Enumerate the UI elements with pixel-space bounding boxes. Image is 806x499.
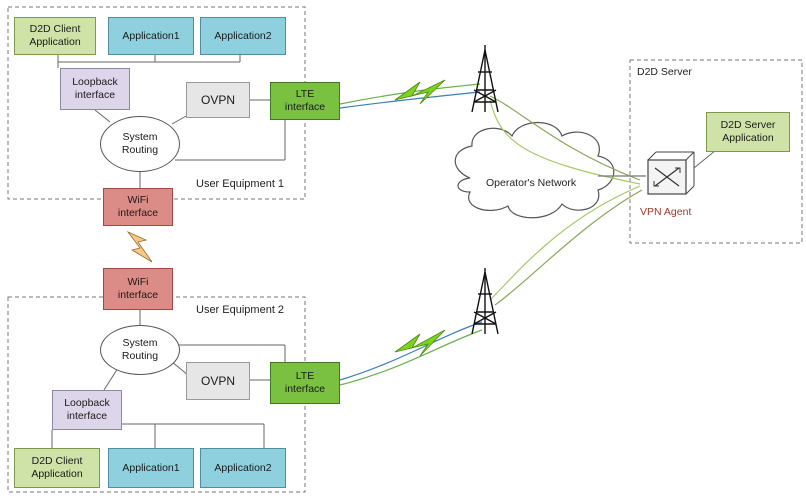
ue1-label: User Equipment 1: [196, 178, 285, 190]
ue1-routing-oval: System Routing: [100, 116, 180, 172]
cell-tower-1: [471, 45, 499, 113]
operator-cloud: [454, 122, 615, 219]
ue2-loopback-box: Loopback interface: [52, 390, 122, 430]
ue2-application1-box: Application1: [108, 448, 194, 488]
vpn-agent-label: VPN Agent: [640, 206, 692, 218]
ue1-lte-box: LTE interface: [270, 82, 340, 120]
ue2-label: User Equipment 2: [196, 304, 285, 316]
ue1-d2d-client-box: D2D Client Application: [14, 17, 96, 55]
ue2-lte-box: LTE interface: [270, 362, 340, 404]
ue2-d2d-client-box: D2D Client Application: [14, 448, 100, 488]
ue1-ovpn-box: OVPN: [186, 82, 250, 118]
ue1-wifi-box: WiFi interface: [103, 188, 173, 226]
ue2-application2-box: Application2: [200, 448, 286, 488]
ue1-loopback-box: Loopback interface: [60, 68, 130, 110]
tunnel-lines: [339, 83, 646, 386]
ue2-ovpn-box: OVPN: [186, 362, 250, 400]
ue2-routing-oval: System Routing: [100, 325, 180, 375]
ue2-wifi-box: WiFi interface: [103, 268, 173, 310]
lte-lightning-1: [394, 79, 446, 105]
vpn-agent-icon: [647, 149, 717, 195]
ue1-application2-box: Application2: [200, 17, 286, 55]
ue1-application1-box: Application1: [108, 17, 194, 55]
operator-network-label: Operator's Network: [486, 177, 577, 189]
d2d-server-label: D2D Server: [637, 66, 692, 78]
cell-tower-2: [471, 268, 499, 335]
d2d-server-app-box: D2D Server Application: [706, 112, 790, 152]
server-boundary: [629, 59, 803, 244]
lte-lightning-2: [394, 329, 446, 357]
ue1-wiring: [57, 55, 286, 188]
wifi-lightning: [126, 231, 153, 263]
